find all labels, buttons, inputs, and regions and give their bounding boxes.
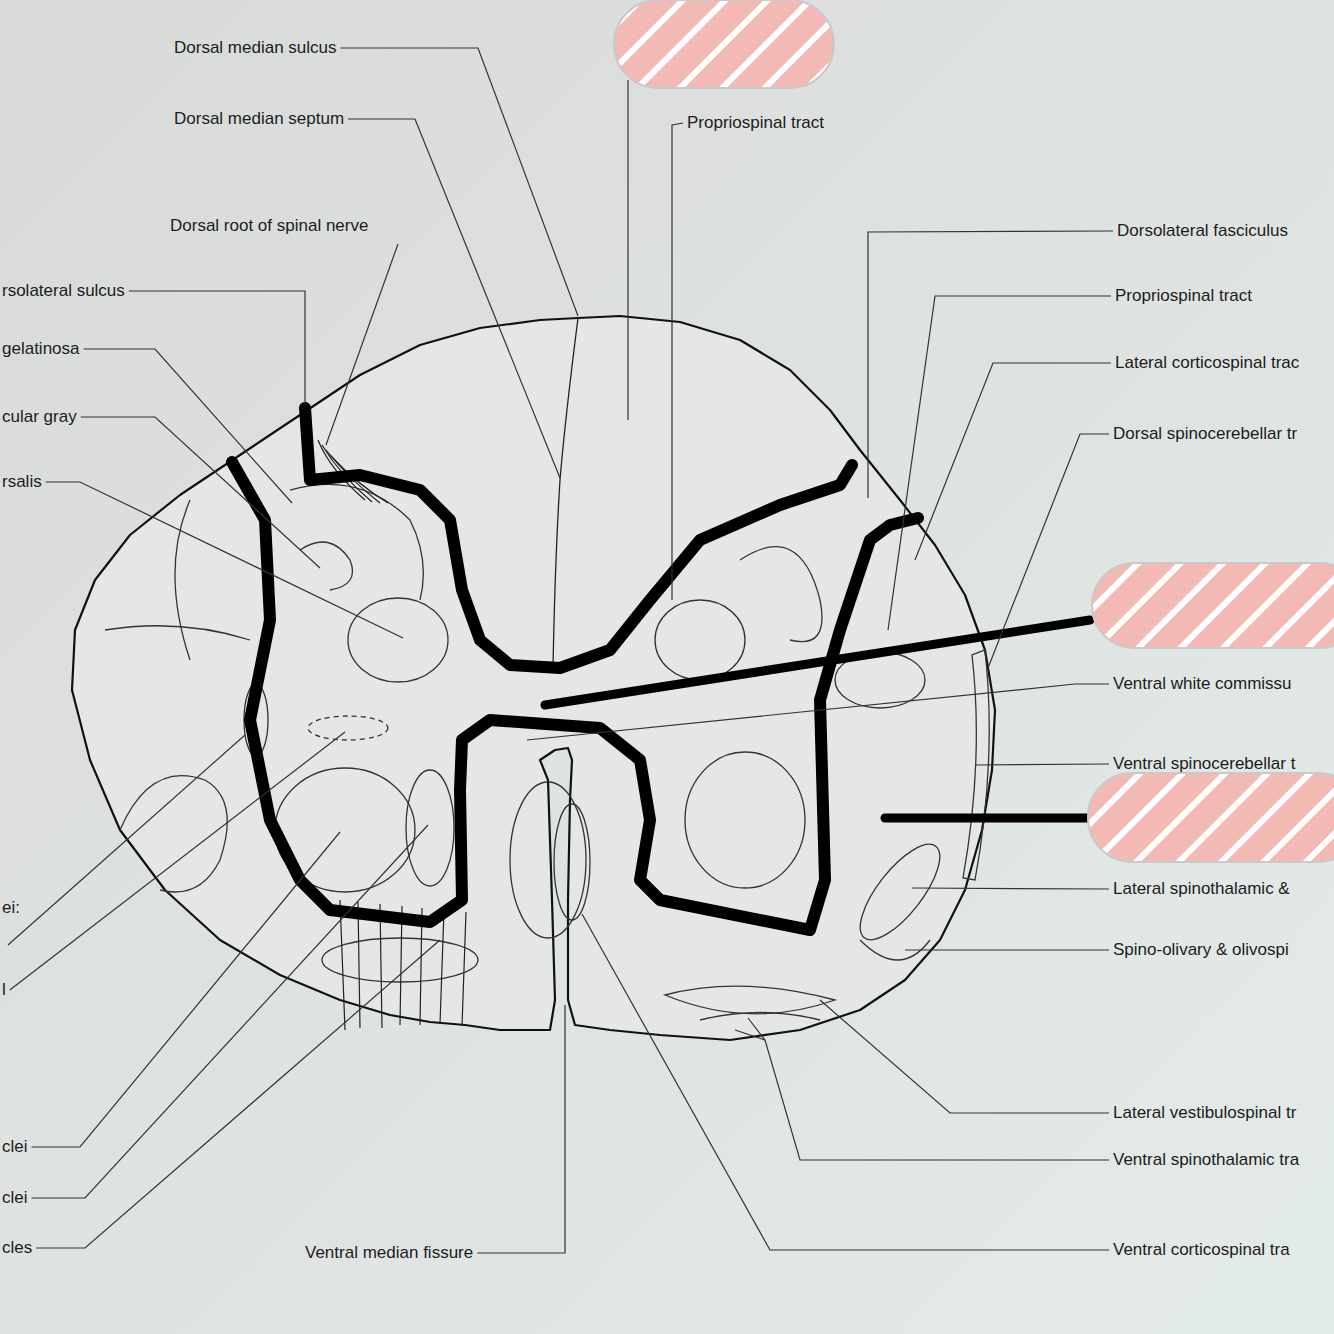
leader-line xyxy=(10,732,345,990)
leader-line xyxy=(348,119,560,478)
leader-line xyxy=(820,1000,1109,1113)
structure-label: rsolateral sulcus xyxy=(2,280,125,302)
structure-label: Dorsal median septum xyxy=(174,108,344,130)
structure-label: Ventral median fissure xyxy=(305,1242,473,1264)
structure-label: clei xyxy=(2,1136,28,1158)
structure-label: Ventral spinocerebellar t xyxy=(1113,753,1295,775)
structure-label: Ventral spinothalamic tra xyxy=(1113,1149,1299,1171)
leader-line xyxy=(905,949,1109,950)
leader-line xyxy=(975,764,1109,765)
leader-line xyxy=(8,735,245,945)
structure-label: Spino-olivary & olivospi xyxy=(1113,939,1289,961)
leader-line xyxy=(129,291,305,405)
leader-line xyxy=(32,832,340,1147)
leader-line xyxy=(748,1018,1109,1160)
leader-line xyxy=(84,349,292,503)
structure-label: Dorsolateral fasciculus xyxy=(1117,220,1288,242)
leader-line xyxy=(672,123,683,600)
median-septum xyxy=(553,318,578,668)
structure-label: Lateral corticospinal trac xyxy=(1115,352,1299,374)
leader-line xyxy=(888,296,1111,630)
leader-line xyxy=(341,48,578,316)
structure-label: Lateral spinothalamic & xyxy=(1113,878,1290,900)
leader-line xyxy=(81,417,320,568)
marker-outline xyxy=(232,408,1090,930)
structure-label: Dorsal spinocerebellar tr xyxy=(1113,423,1297,445)
structure-label: gelatinosa xyxy=(2,338,80,360)
structure-label: cular gray xyxy=(2,406,77,428)
leader-line xyxy=(46,482,403,638)
leader-line xyxy=(915,363,1111,560)
structure-label: Propriospinal tract xyxy=(1115,285,1252,307)
structure-label: clei xyxy=(2,1187,28,1209)
structure-label: Propriospinal tract xyxy=(687,112,824,134)
leader-line xyxy=(32,825,428,1198)
leader-line xyxy=(326,244,398,445)
leader-line xyxy=(628,80,765,1040)
cord-outline xyxy=(72,316,995,1040)
leader-line xyxy=(912,888,1109,889)
leader-line xyxy=(988,434,1109,668)
structure-label: Ventral white commissu xyxy=(1113,673,1292,695)
leader-line xyxy=(582,914,1109,1250)
structure-label: cles xyxy=(2,1237,32,1259)
structure-label: Ventral corticospinal tra xyxy=(1113,1239,1290,1261)
structure-label: Dorsal median sulcus xyxy=(174,37,337,59)
leader-line xyxy=(477,1005,565,1253)
redaction-pill xyxy=(614,0,1334,862)
leader-line xyxy=(36,940,440,1248)
structure-label: Dorsal root of spinal nerve xyxy=(170,215,368,237)
structure-label: ei: xyxy=(2,897,20,919)
structure-label: rsalis xyxy=(2,471,42,493)
structure-label: Lateral vestibulospinal tr xyxy=(1113,1102,1296,1124)
structure-label: l xyxy=(2,979,6,1001)
leader-line xyxy=(868,231,1113,498)
leader-line xyxy=(527,684,1109,740)
